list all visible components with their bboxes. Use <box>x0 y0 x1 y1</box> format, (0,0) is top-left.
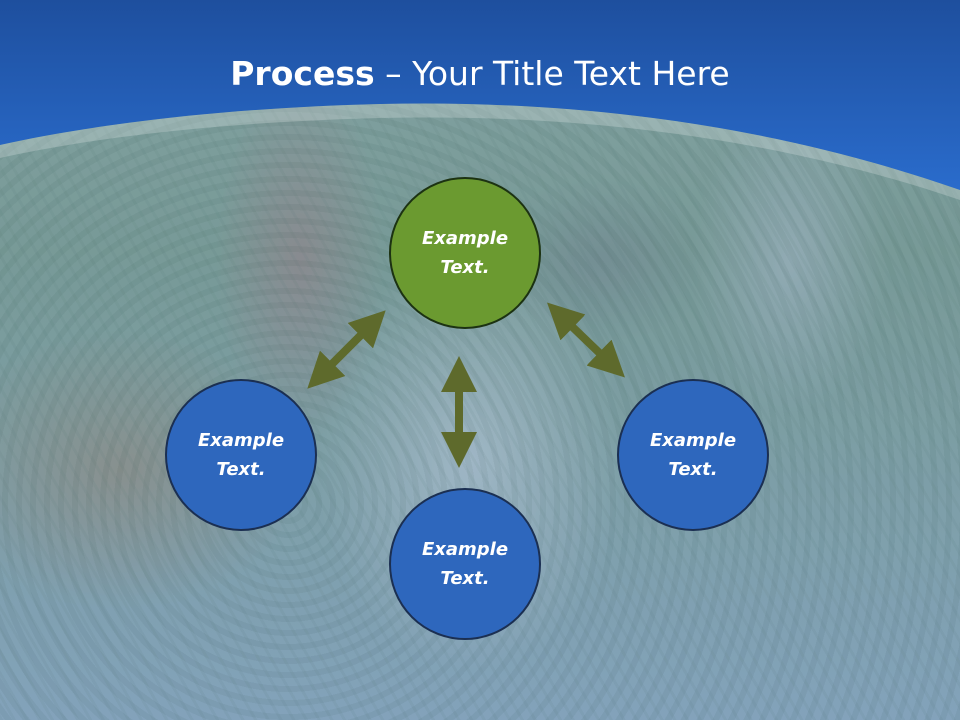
node-bottom-text: Example Text. <box>421 539 509 589</box>
slide-title: Process – Your Title Text Here <box>0 52 960 96</box>
title-bold: Process <box>230 54 375 93</box>
process-node-bottom: Example Text. <box>389 488 541 640</box>
process-node-top: Example Text. <box>389 177 541 329</box>
node-top-text: Example Text. <box>421 228 509 278</box>
node-left-text: Example Text. <box>197 430 285 480</box>
header-band <box>0 0 960 200</box>
process-node-right: Example Text. <box>617 379 769 531</box>
double-arrow-top-left <box>307 310 386 389</box>
double-arrow-top-right <box>547 302 625 378</box>
process-node-left: Example Text. <box>165 379 317 531</box>
title-text: – Your Title Text Here <box>374 54 730 93</box>
node-right-text: Example Text. <box>649 430 737 480</box>
